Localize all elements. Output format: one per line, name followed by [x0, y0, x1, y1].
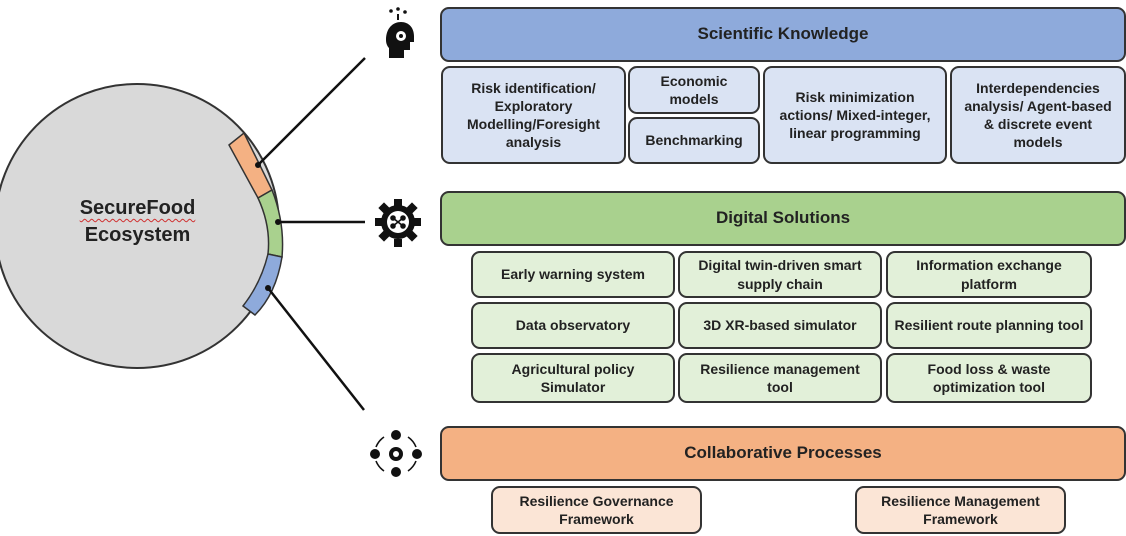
digital-header: Digital Solutions — [440, 191, 1126, 246]
collab-connector-dot — [265, 285, 271, 291]
digital-item-data-observatory: Data observatory — [471, 302, 675, 349]
digital-connector-dot — [275, 219, 281, 225]
knowledge-connector-line — [257, 57, 366, 166]
collaboration-network-icon — [370, 430, 422, 477]
knowledge-item-risk-minimization: Risk minimization actions/ Mixed-integer… — [763, 66, 947, 164]
digital-item-agricultural-policy: Agricultural policy Simulator — [471, 353, 675, 403]
ecosystem-label-line2: Ecosystem — [84, 224, 191, 246]
ecosystem-label: SecureFood Ecosystem — [20, 195, 255, 249]
digital-item-digital-twin: Digital twin-driven smart supply chain — [678, 251, 882, 298]
digital-item-early-warning: Early warning system — [471, 251, 675, 298]
knowledge-item-economic-models: Economic models — [628, 66, 760, 114]
digital-item-food-loss-waste: Food loss & waste optimization tool — [886, 353, 1092, 403]
collab-title: Collaborative Processes — [684, 443, 882, 463]
digital-item-route-planning: Resilient route planning tool — [886, 302, 1092, 349]
knowledge-item-risk-identification: Risk identification/ Exploratory Modelli… — [441, 66, 626, 164]
collab-header: Collaborative Processes — [440, 426, 1126, 481]
digital-title: Digital Solutions — [715, 208, 851, 228]
knowledge-item-interdependencies: Interdependencies analysis/ Agent-based … — [950, 66, 1126, 164]
collab-item-management-framework: Resilience Management Framework — [855, 486, 1066, 534]
knowledge-title: Scientific Knowledge — [697, 24, 869, 44]
ecosystem-label-line1: SecureFood — [79, 197, 196, 219]
collab-connector-line — [267, 287, 365, 411]
gear-network-icon — [375, 199, 421, 247]
knowledge-connector-dot — [255, 162, 261, 168]
head-with-ideas-icon — [386, 7, 414, 58]
knowledge-item-benchmarking: Benchmarking — [628, 117, 760, 164]
collab-rim-segment — [241, 253, 283, 316]
digital-item-information-exchange: Information exchange platform — [886, 251, 1092, 298]
knowledge-header: Scientific Knowledge — [440, 7, 1126, 62]
digital-item-resilience-management-tool: Resilience management tool — [678, 353, 882, 403]
collab-item-governance-framework: Resilience Governance Framework — [491, 486, 702, 534]
digital-item-3d-xr-simulator: 3D XR-based simulator — [678, 302, 882, 349]
